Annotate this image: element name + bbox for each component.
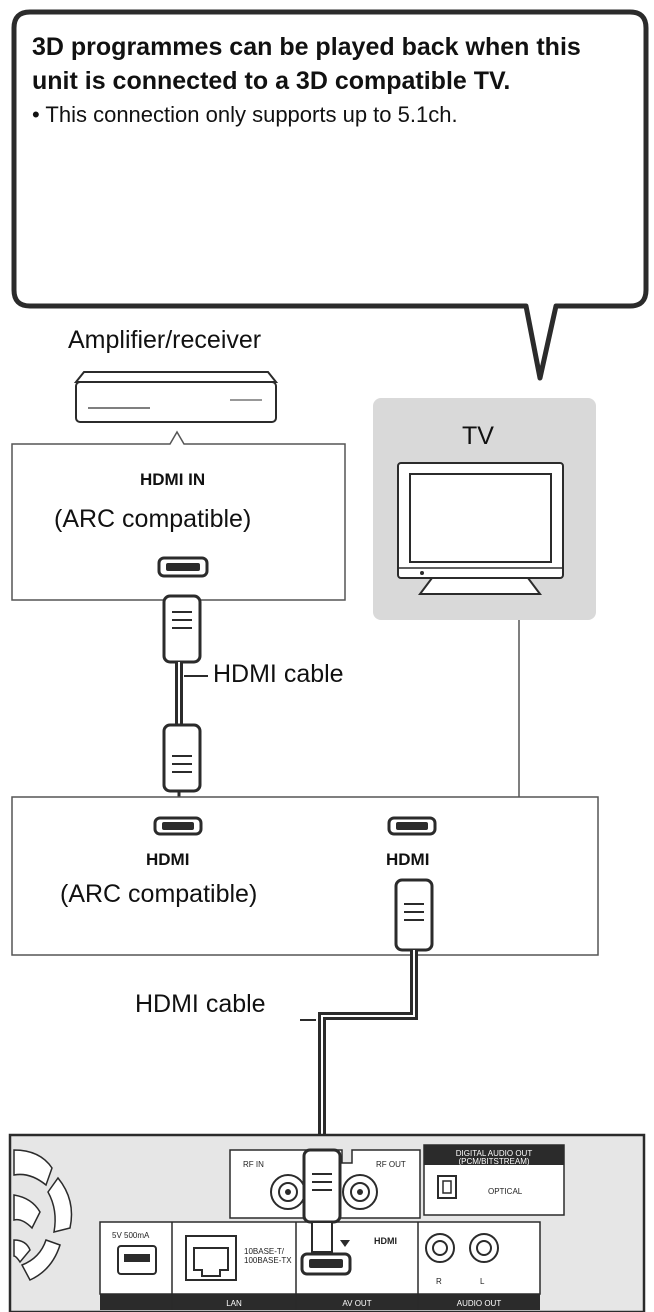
audio-out-label: AUDIO OUT — [457, 1299, 502, 1308]
av-out-label: AV OUT — [342, 1299, 371, 1308]
hdmi-cable-top-label: HDMI cable — [213, 660, 344, 688]
unit-hdmi-port-2 — [387, 816, 437, 836]
unit-port1-note: (ARC compatible) — [60, 880, 258, 908]
rf-in-label: RF IN — [243, 1160, 264, 1169]
amplifier-box — [11, 430, 346, 601]
usb-rating-label: 5V 500mA — [112, 1231, 150, 1240]
tv-label: TV — [462, 422, 494, 450]
amplifier-device — [73, 371, 279, 423]
hdmi-cable-bottom — [300, 878, 434, 1150]
hdmi-cable-top — [162, 594, 208, 810]
audio-l-label: L — [480, 1277, 485, 1286]
callout-note: • This connection only supports up to 5.… — [32, 102, 458, 127]
audio-r-label: R — [436, 1277, 442, 1286]
digital-audio-out-label: DIGITAL AUDIO OUT — [456, 1149, 533, 1158]
rear-hdmi-plug — [302, 1148, 342, 1253]
optical-label: OPTICAL — [488, 1187, 523, 1196]
rf-out-label: RF OUT — [376, 1160, 406, 1169]
tv-icon — [397, 462, 564, 595]
unit-port2-label: HDMI — [386, 850, 430, 869]
amp-hdmi-port — [157, 556, 209, 578]
unit-box — [11, 796, 599, 956]
amplifier-label: Amplifier/receiver — [68, 326, 262, 354]
unit-port1-label: HDMI — [146, 850, 190, 869]
callout-title: 3D programmes can be played back when th… — [32, 33, 581, 95]
lan-spec-label-1: 10BASE-T/ — [244, 1247, 285, 1256]
hdmi-logo-text: HDMI — [374, 1236, 397, 1246]
callout-bubble — [11, 9, 649, 381]
amp-port-note: (ARC compatible) — [54, 505, 252, 533]
hdmi-cable-bottom-label: HDMI cable — [135, 990, 266, 1018]
lan-spec-label-2: 100BASE-TX — [244, 1256, 292, 1265]
pcm-bitstream-label: (PCM/BITSTREAM) — [458, 1157, 529, 1166]
callout: 3D programmes can be played back when th… — [32, 30, 632, 130]
lan-label: LAN — [226, 1299, 242, 1308]
fan-grille-icon — [13, 1149, 73, 1281]
unit-hdmi-port-1 — [153, 816, 203, 836]
amp-port-label: HDMI IN — [140, 470, 206, 489]
